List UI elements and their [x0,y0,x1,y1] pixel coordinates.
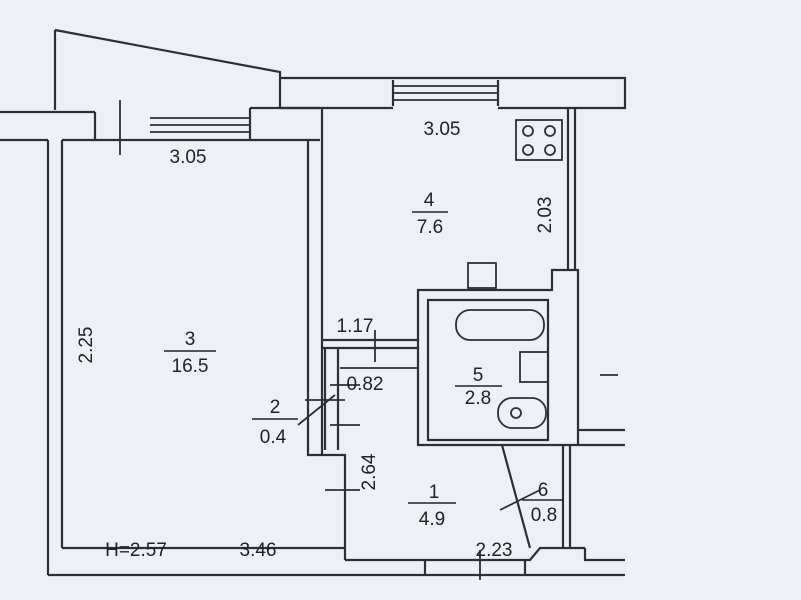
room-3-number: 3 [185,329,196,350]
fixtures [455,119,563,429]
dimension-labels: 3.05 3.05 2.03 2.25 1.17 0.82 2.64 H=2.5… [76,119,556,561]
dim-room3-depth: 2.25 [76,327,97,364]
bathtub-icon [455,309,545,341]
room-4-area: 7.6 [417,217,443,238]
kitchen-sink-icon [467,262,497,289]
room-4-number: 4 [424,190,435,211]
room-2-area: 0.4 [260,427,287,448]
room-1-number: 1 [429,482,440,503]
dim-bottom-left: 3.46 [240,540,277,561]
toilet-icon [497,397,547,429]
room-2-number: 2 [270,397,281,418]
dim-room3-width: 3.05 [170,147,207,168]
room-labels: 4 7.6 3 16.5 2 0.4 5 2.8 1 4.9 6 0.8 [164,190,563,530]
ceiling-height: H=2.57 [105,540,167,561]
dim-room4-depth: 2.03 [535,197,556,234]
stove-icon [515,119,563,161]
dim-bottom-right: 2.23 [476,540,513,561]
room-3-area: 16.5 [172,356,209,377]
room-5-area: 2.8 [465,388,491,409]
dimension-lines [119,100,618,580]
walls [0,28,627,577]
dim-corridor-width: 1.17 [337,316,374,337]
dim-niche-width: 0.82 [347,374,384,395]
room-5-number: 5 [473,365,484,386]
room-1-area: 4.9 [419,509,445,530]
washbasin-icon [519,351,549,383]
room-6-area: 0.8 [531,505,557,526]
dim-corridor-length: 2.64 [359,453,380,490]
room-6-number: 6 [538,480,549,501]
dim-room4-width: 3.05 [424,119,461,140]
